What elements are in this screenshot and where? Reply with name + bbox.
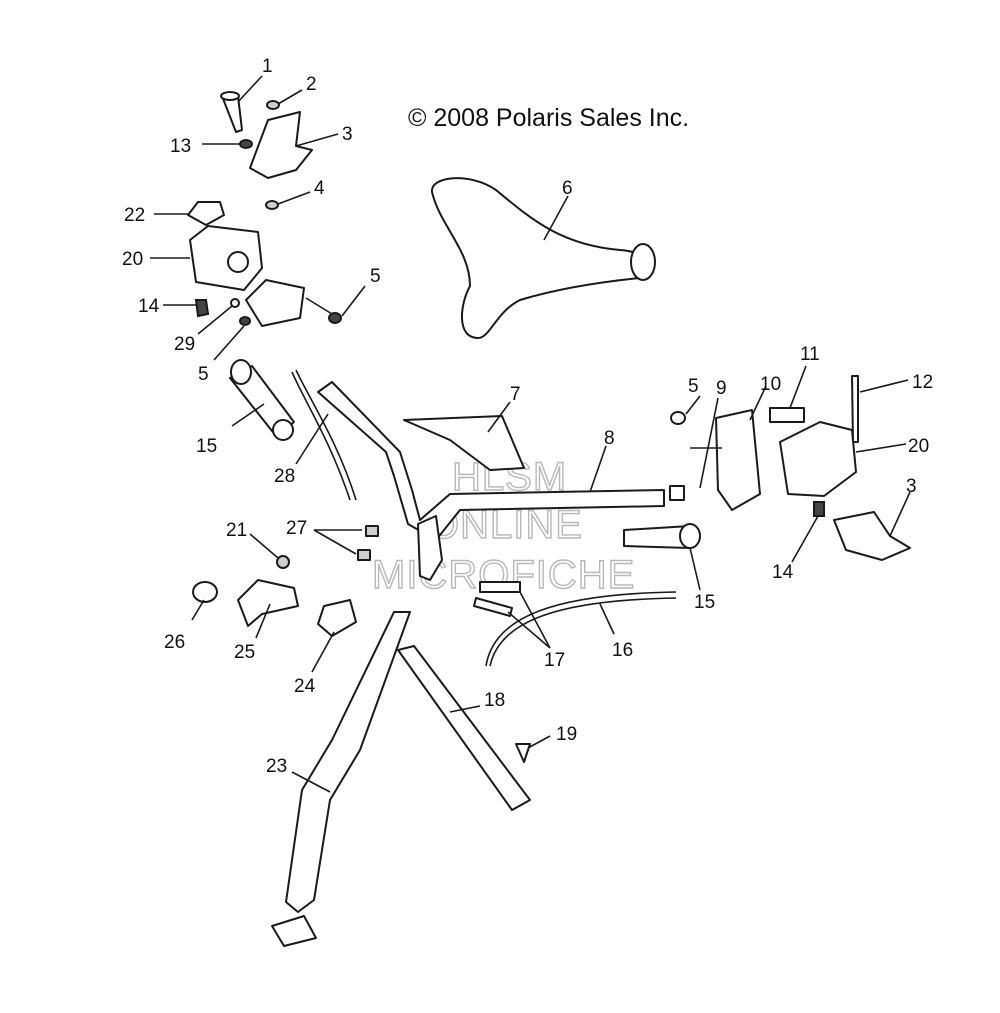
leader-lines — [150, 75, 911, 793]
callout-3b: 3 — [906, 476, 917, 497]
callout-8: 8 — [604, 428, 615, 449]
callout-15: 15 — [196, 436, 217, 457]
callout-9: 9 — [716, 378, 727, 399]
part-screw-5b — [328, 312, 342, 324]
callout-16: 16 — [612, 640, 633, 661]
callout-7: 7 — [510, 384, 521, 405]
part-bracket-25 — [237, 579, 299, 627]
part-handlebar-8 — [317, 381, 665, 541]
callout-4: 4 — [314, 178, 325, 199]
callout-12: 12 — [912, 372, 933, 393]
part-cover-plate — [245, 279, 305, 327]
callout-3: 3 — [342, 124, 353, 145]
part-screw-5c — [670, 411, 686, 425]
callout-14: 14 — [138, 296, 160, 317]
part-rod-23 — [285, 611, 411, 913]
part-housing-20-left — [189, 225, 263, 291]
callout-23: 23 — [266, 756, 287, 777]
part-grip-15-left — [229, 359, 295, 441]
callout-14b: 14 — [772, 562, 794, 583]
part-bolt-17a — [479, 581, 521, 593]
part-spacer-9 — [669, 485, 685, 501]
callout-5: 5 — [198, 364, 209, 385]
callout-28: 28 — [274, 466, 295, 487]
part-nut-2 — [266, 100, 280, 110]
callout-11: 11 — [800, 344, 820, 365]
part-rod-23-end — [271, 915, 317, 947]
part-plunger-14-left — [194, 299, 210, 318]
part-nut-27b — [357, 549, 371, 561]
part-bezel-10 — [715, 409, 761, 511]
part-washer-13 — [239, 139, 253, 149]
part-screw-5a — [239, 316, 251, 326]
part-clamp-3-left — [249, 111, 313, 179]
part-nut-27a — [365, 525, 379, 537]
callout-25: 25 — [234, 642, 255, 663]
callout-18: 18 — [484, 690, 505, 711]
part-pad-6 — [431, 177, 652, 339]
part-clamp-3-right — [833, 511, 911, 561]
callout-26: 26 — [164, 632, 185, 653]
callout-19: 19 — [556, 724, 577, 745]
callout-22: 22 — [124, 205, 145, 226]
callout-6: 6 — [562, 178, 573, 199]
callout-29: 29 — [174, 334, 195, 355]
copyright-text: © 2008 Polaris Sales Inc. — [408, 104, 689, 132]
callout-24: 24 — [294, 676, 316, 697]
callout-13: 13 — [170, 136, 191, 157]
part-button-11 — [769, 407, 805, 423]
part-pin-12 — [851, 375, 859, 443]
part-bolt-17b — [473, 597, 513, 617]
callout-21: 21 — [226, 520, 247, 541]
part-strap-18 — [397, 645, 531, 811]
part-plunger-14-right — [813, 501, 825, 517]
callout-1: 1 — [262, 56, 273, 77]
part-boot-22 — [187, 201, 225, 226]
part-bolt-1 — [220, 91, 243, 133]
callout-20b: 20 — [908, 436, 929, 457]
callout-20: 20 — [122, 249, 143, 270]
callout-5b: 5 — [370, 266, 381, 287]
part-housing-20-right — [779, 421, 857, 497]
callout-17: 17 — [544, 650, 565, 671]
part-pad-6-end — [630, 243, 656, 281]
callout-numbers: 1 2 3 13 4 22 20 14 29 5 5 6 7 8 5 9 10 … — [122, 56, 933, 777]
part-shield-7 — [403, 415, 525, 471]
part-clip-24 — [317, 599, 357, 637]
part-ball-29 — [230, 298, 240, 308]
callout-5c: 5 — [688, 376, 699, 397]
part-cable-28 — [291, 371, 351, 501]
part-handlebar-bracket — [417, 515, 443, 581]
callout-15b: 15 — [694, 592, 715, 613]
callout-27: 27 — [286, 518, 307, 539]
callout-2: 2 — [306, 74, 317, 95]
part-ring-26 — [192, 581, 218, 603]
callout-10: 10 — [760, 374, 781, 395]
part-rivet-19 — [515, 743, 531, 763]
part-grip-15-right — [623, 523, 701, 549]
part-nut-4 — [265, 200, 279, 210]
part-nut-21 — [276, 555, 290, 569]
part-cable-16 — [489, 597, 677, 667]
